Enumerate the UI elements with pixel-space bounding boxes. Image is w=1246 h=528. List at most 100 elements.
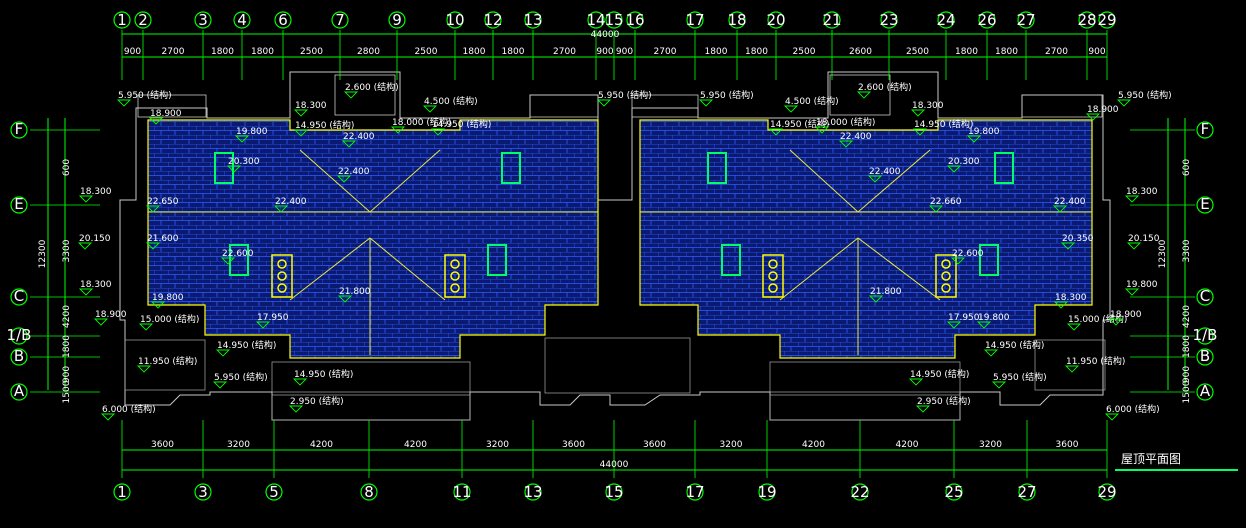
elevation-triangle [976,321,992,329]
span-dim-top: 2700 [553,47,576,57]
axis-bubble [880,11,898,29]
axis-bubble [937,11,955,29]
axis-bubble [626,11,644,29]
span-dim-side: 900 [62,366,72,383]
axis-bubble [388,11,406,29]
elevation-triangle [78,288,94,296]
axis-label-side: A [1200,382,1211,400]
elevation-value: 20.350 [1062,234,1094,244]
elevation-value: 18.300 [1055,293,1087,303]
axis-bubble [1196,196,1214,214]
elevation-triangle [100,413,116,421]
axis-bubble [194,11,212,29]
span-dim-bottom: 3200 [979,440,1002,450]
elevation-triangle [1108,318,1124,326]
axis-label-top: 6 [278,11,288,29]
axis-label-side: B [14,347,24,365]
axis-bubble [10,196,28,214]
axis-bubble [233,11,251,29]
elevation-value: 21.800 [870,287,902,297]
elevation-value: 18.300 [80,187,112,197]
span-dim-bottom: 3200 [227,440,250,450]
elevation-value: 22.660 [930,197,962,207]
elevation-value: 18.900 [95,310,127,320]
span-dim-side: 3300 [62,239,72,262]
elevation-marks: 5.950 (结构) 18.900 18.300 19.800 14.950 (结构) 2… [77,81,1172,421]
elevation-triangle [814,126,830,134]
elevation-triangle [915,405,931,413]
elevation-value: 2.950 (结构) [290,395,344,407]
elevation-triangle [148,117,164,125]
span-dim-bottom: 3600 [562,440,585,450]
axis-label-side: C [1200,287,1210,305]
elevation-triangle [255,321,271,329]
axis-bubble [945,483,963,501]
elevation-triangle [341,140,357,148]
overall-dim-top: 44000 [591,30,620,40]
elevation-triangle [422,105,438,113]
elevation-value: 5.950 (结构) [214,371,268,383]
axis-bubble [10,288,28,306]
axis-label-side: F [1201,120,1210,138]
axis-label-top: 13 [523,11,542,29]
axis-bubble [823,11,841,29]
elevation-triangle [1052,205,1068,213]
overall-dim-side: 12300 [38,239,48,268]
elevation-triangle [1124,288,1140,296]
elevation-value: 5.950 (结构) [598,89,652,101]
elevation-value: 14.950 (结构) [985,339,1044,351]
elevation-value: 14.950 (结构) [432,118,491,130]
elevation-triangle [1064,365,1080,373]
elevation-triangle [78,195,94,203]
elevation-value: 22.650 [147,197,179,207]
elevation-triangle [928,205,944,213]
elevation-value: 18.300 [1126,187,1158,197]
elevation-triangle [336,175,352,183]
skylights [214,152,1014,276]
axis-label-top: 14 [586,11,605,29]
span-dim-top: 1800 [705,47,728,57]
elevation-value: 17.950 [948,313,980,323]
axis-bubble [1196,288,1214,306]
elevation-triangle [1053,301,1069,309]
elevation-triangle [1104,413,1120,421]
elevation-value: 20.300 [948,157,980,167]
span-dim-side: 1500 [1182,380,1192,403]
axis-label-bottom: 13 [523,483,542,501]
axis-label-side: F [15,120,24,138]
elevation-triangle [150,301,166,309]
elevation-triangle [867,175,883,183]
axis-label-top: 1 [117,11,127,29]
elevation-triangle [1060,242,1076,250]
span-dim-top: 2700 [654,47,677,57]
span-dim-top: 1800 [955,47,978,57]
elevation-value: 19.800 [978,313,1010,323]
elevation-value: 22.400 [338,167,370,177]
elevation-triangle [430,128,446,136]
axis-label-top: 20 [766,11,785,29]
elevation-value: 18.900 [150,109,182,119]
elevation-value: 18.300 [295,101,327,111]
axis-label-top: 12 [483,11,502,29]
elevation-value: 19.800 [152,293,184,303]
elevation-triangle [145,242,161,250]
axis-bubble [1017,11,1035,29]
span-dim-bottom: 3600 [1056,440,1079,450]
elevation-triangle [226,165,242,173]
span-dim-side: 4200 [62,305,72,328]
parapets [137,74,1103,118]
span-dim-top: 1800 [211,47,234,57]
axis-label-top: 27 [1016,11,1035,29]
span-dim-top: 1800 [502,47,525,57]
span-dim-top: 1800 [463,47,486,57]
axis-bubble [1196,383,1214,401]
axis-bubble [446,11,464,29]
axis-bubble [1098,11,1116,29]
axis-label-top: 23 [879,11,898,29]
elevation-value: 22.400 [869,167,901,177]
span-dim-top: 900 [596,47,613,57]
axis-label-top: 24 [936,11,955,29]
axis-bubble [10,348,28,366]
axis-bubble [978,11,996,29]
